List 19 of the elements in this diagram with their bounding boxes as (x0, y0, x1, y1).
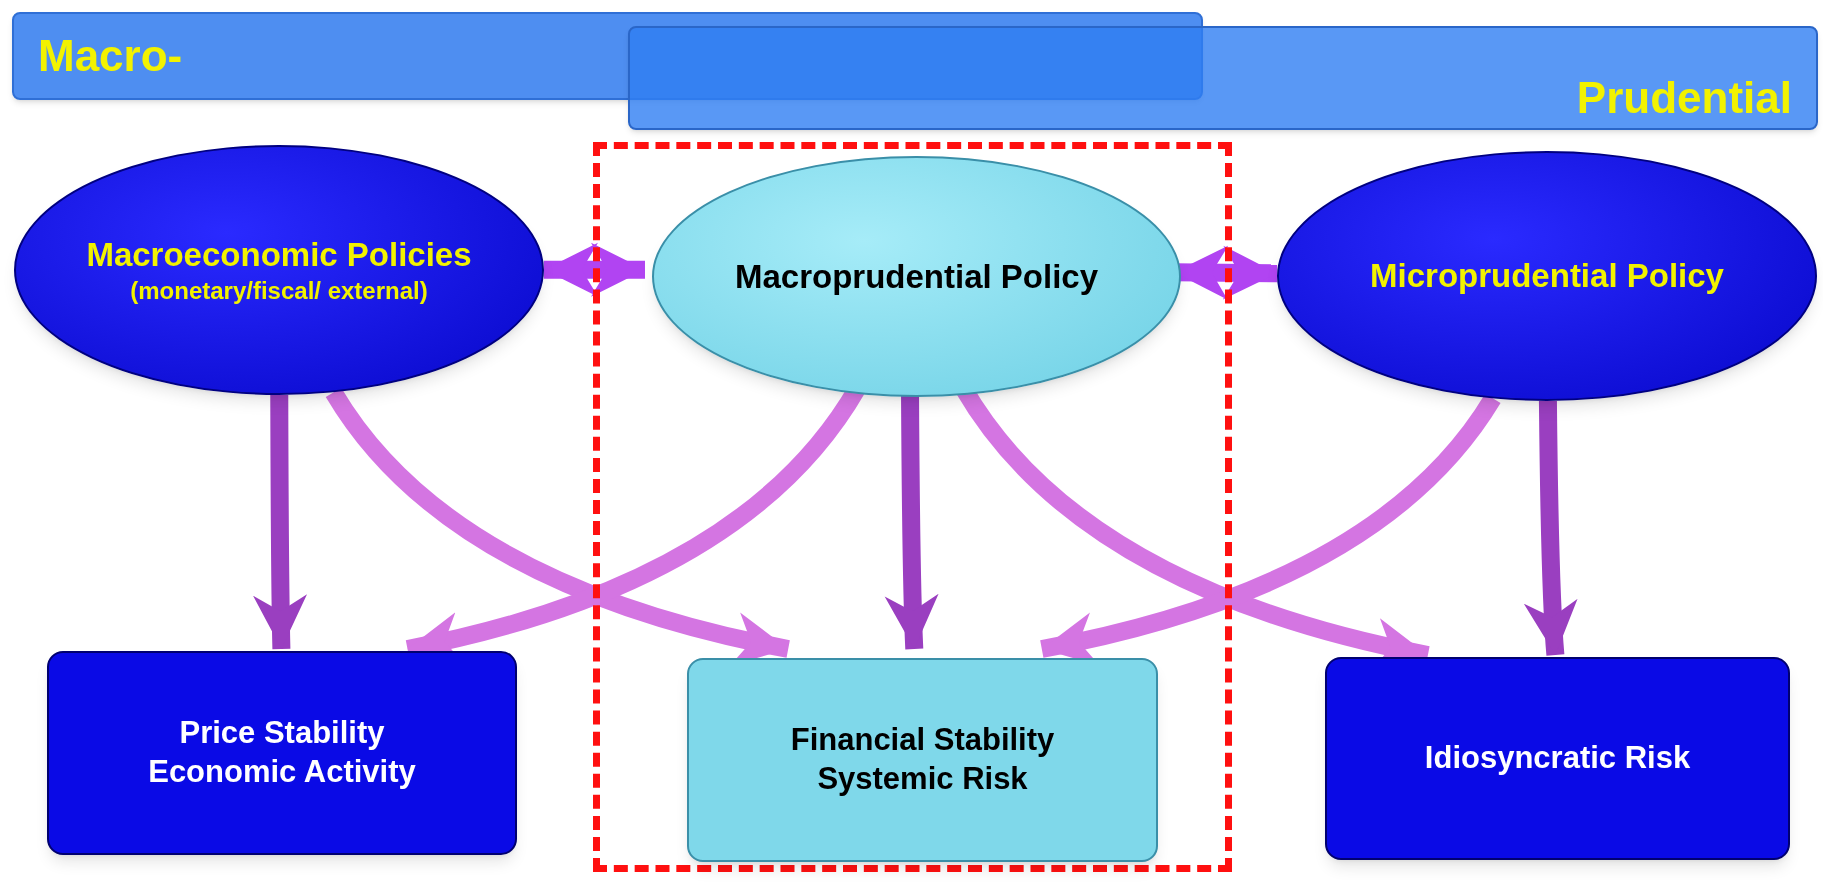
node-label: Idiosyncratic Risk (1424, 739, 1691, 778)
node-label: Price Stability (179, 714, 385, 753)
node-label: Microprudential Policy (1370, 256, 1724, 297)
outcome-box (687, 658, 1158, 862)
outcome-box (1325, 657, 1790, 860)
arrow (253, 394, 308, 650)
node-label: Macro- (38, 34, 183, 78)
node-label: Systemic Risk (817, 760, 1028, 798)
node-label: Prudential (1576, 76, 1792, 120)
dashed-frame (593, 142, 1232, 872)
outcome-box (47, 651, 517, 855)
arrow (1524, 400, 1579, 656)
node-label: Economic Activity (148, 753, 416, 791)
node-label: (monetary/fiscal/ external) (130, 275, 428, 306)
banner-bar (628, 26, 1818, 130)
node-label: Macroeconomic Policies (86, 235, 472, 276)
node-label: Financial Stability (790, 721, 1055, 760)
arrow (544, 242, 645, 297)
node-label: Macroprudential Policy (734, 256, 1099, 297)
